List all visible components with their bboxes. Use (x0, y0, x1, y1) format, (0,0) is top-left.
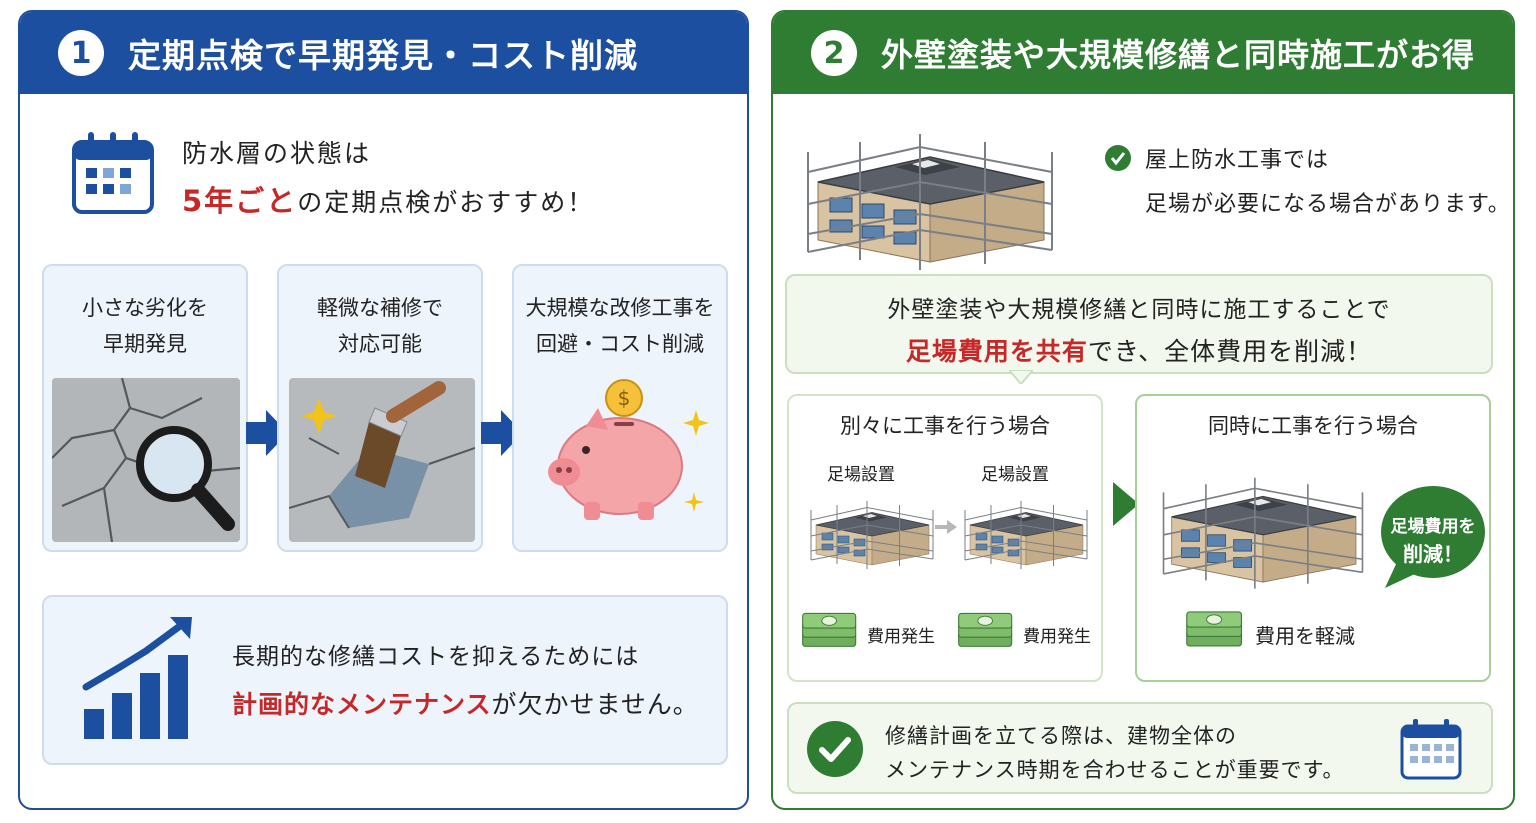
callout-pointer (1009, 370, 1033, 384)
calendar-icon (72, 132, 154, 214)
panel1-number: 1 (58, 30, 104, 76)
arrow-right-icon (481, 410, 523, 456)
callout-line1: 外壁塗装や大規模修繕と同時に施工することで (887, 297, 1391, 323)
building-scaffold-large (1157, 452, 1369, 598)
bottom-highlight: 計画的なメンテナンス (232, 690, 492, 719)
simultaneous-title: 同時に工事を行う場合 (1208, 414, 1418, 438)
panel2-title: 外壁塗装や大規模修繕と同時施工がお得 (881, 36, 1476, 74)
building-scaffold-small-2 (961, 488, 1091, 572)
money-icon (1183, 604, 1249, 652)
badge-line2: 削減！ (1403, 542, 1463, 566)
step2-line1: 軽微な補修で (317, 296, 443, 320)
step3-line2: 回避・コスト削減 (536, 332, 704, 356)
callout-line2: 足場費用を共有でき、全体費用を削減！ (787, 332, 1491, 368)
callout-line2-rest: でき、全体費用を削減！ (1087, 337, 1373, 366)
step3-line1: 大規模な改修工事を (525, 296, 715, 320)
shared-scaffold-callout: 外壁塗装や大規模修繕と同時に施工することで 足場費用を共有でき、全体費用を削減！ (785, 274, 1493, 374)
panel1-header: 1 定期点検で早期発見・コスト削減 (20, 12, 747, 94)
simultaneous-construction-card: 同時に工事を行う場合 足場費用を 削減！ 費用を軽減 (1135, 394, 1491, 682)
money-icon (799, 606, 863, 652)
step2-line2: 対応可能 (338, 332, 422, 356)
advice-line2: メンテナンス時期を合わせることが重要です。 (885, 758, 1345, 782)
scaffold-label-1: 足場設置 (827, 465, 895, 485)
panel1-title: 定期点検で早期発見・コスト削減 (128, 36, 638, 75)
scaffold-label-2: 足場設置 (981, 465, 1049, 485)
separate-title: 別々に工事を行う場合 (840, 414, 1050, 438)
panel-simultaneous-construction: 2 外壁塗装や大規模修繕と同時施工がお得 屋上防水工事では 足場が必要になる場合… (771, 10, 1515, 810)
step-card-minor-repair: 軽微な補修で 対応可能 (277, 264, 483, 552)
advice-line1: 修繕計画を立てる際は、建物全体の (885, 724, 1237, 748)
intro-line1: 防水層の状態は (182, 139, 372, 168)
intro-highlight: 5年ごと (182, 184, 298, 218)
step1-line1: 小さな劣化を (82, 296, 208, 320)
badge-line1: 足場費用を (1390, 517, 1476, 537)
step-card-early-detection: 小さな劣化を 早期発見 (42, 264, 248, 552)
panel2-header: 2 外壁塗装や大規模修繕と同時施工がお得 (773, 12, 1513, 94)
check-icon (1105, 145, 1131, 171)
bottom-line2: 計画的なメンテナンスが欠かせません。 (232, 685, 699, 721)
panel-regular-inspection: 1 定期点検で早期発見・コスト削減 防水層の状態は 5年ごとの定期点検がおすすめ… (18, 10, 749, 810)
money-icon (955, 606, 1019, 652)
growth-chart-icon (82, 617, 192, 739)
savings-badge (1381, 486, 1485, 588)
cost-label-1: 費用発生 (867, 627, 935, 647)
cracked-concrete-image (52, 378, 240, 542)
arrow-small-icon (935, 520, 957, 534)
bottom-line2-rest: が欠かせません。 (491, 690, 699, 719)
separate-construction-card: 別々に工事を行う場合 足場設置 足場設置 費用発生 費用発生 (787, 394, 1103, 682)
reduced-cost-label: 費用を軽減 (1255, 624, 1355, 648)
bottom-message-card: 長期的な修繕コストを抑えるためには 計画的なメンテナンスが欠かせません。 (42, 595, 728, 765)
step1-line2: 早期発見 (103, 332, 187, 356)
cost-label-2: 費用発生 (1023, 627, 1091, 647)
step-card-cost-reduction: 大規模な改修工事を 回避・コスト削減 $ (512, 264, 728, 552)
svg-text:$: $ (618, 386, 631, 410)
bottom-line1: 長期的な修繕コストを抑えるためには (232, 644, 640, 670)
building-scaffold-small-1 (807, 488, 937, 572)
panel2-number: 2 (811, 30, 857, 76)
intro-line2: 5年ごとの定期点検がおすすめ！ (182, 178, 594, 220)
arrow-right-icon (246, 410, 288, 456)
intro2-line1: 屋上防水工事では (1145, 148, 1330, 173)
building-scaffold-image (795, 112, 1065, 272)
arrow-right-icon (1113, 482, 1139, 526)
intro2-line2: 足場が必要になる場合があります。 (1145, 192, 1511, 217)
intro-line2-rest: の定期点検がおすすめ！ (297, 188, 595, 217)
callout-highlight: 足場費用を共有 (905, 337, 1088, 366)
check-icon (807, 721, 863, 777)
paint-brush-repair-image (289, 378, 475, 542)
calendar-icon (1400, 719, 1462, 780)
bottom-advice-card: 修繕計画を立てる際は、建物全体の メンテナンス時期を合わせることが重要です。 (787, 702, 1493, 794)
piggy-bank-image: $ (548, 379, 709, 520)
